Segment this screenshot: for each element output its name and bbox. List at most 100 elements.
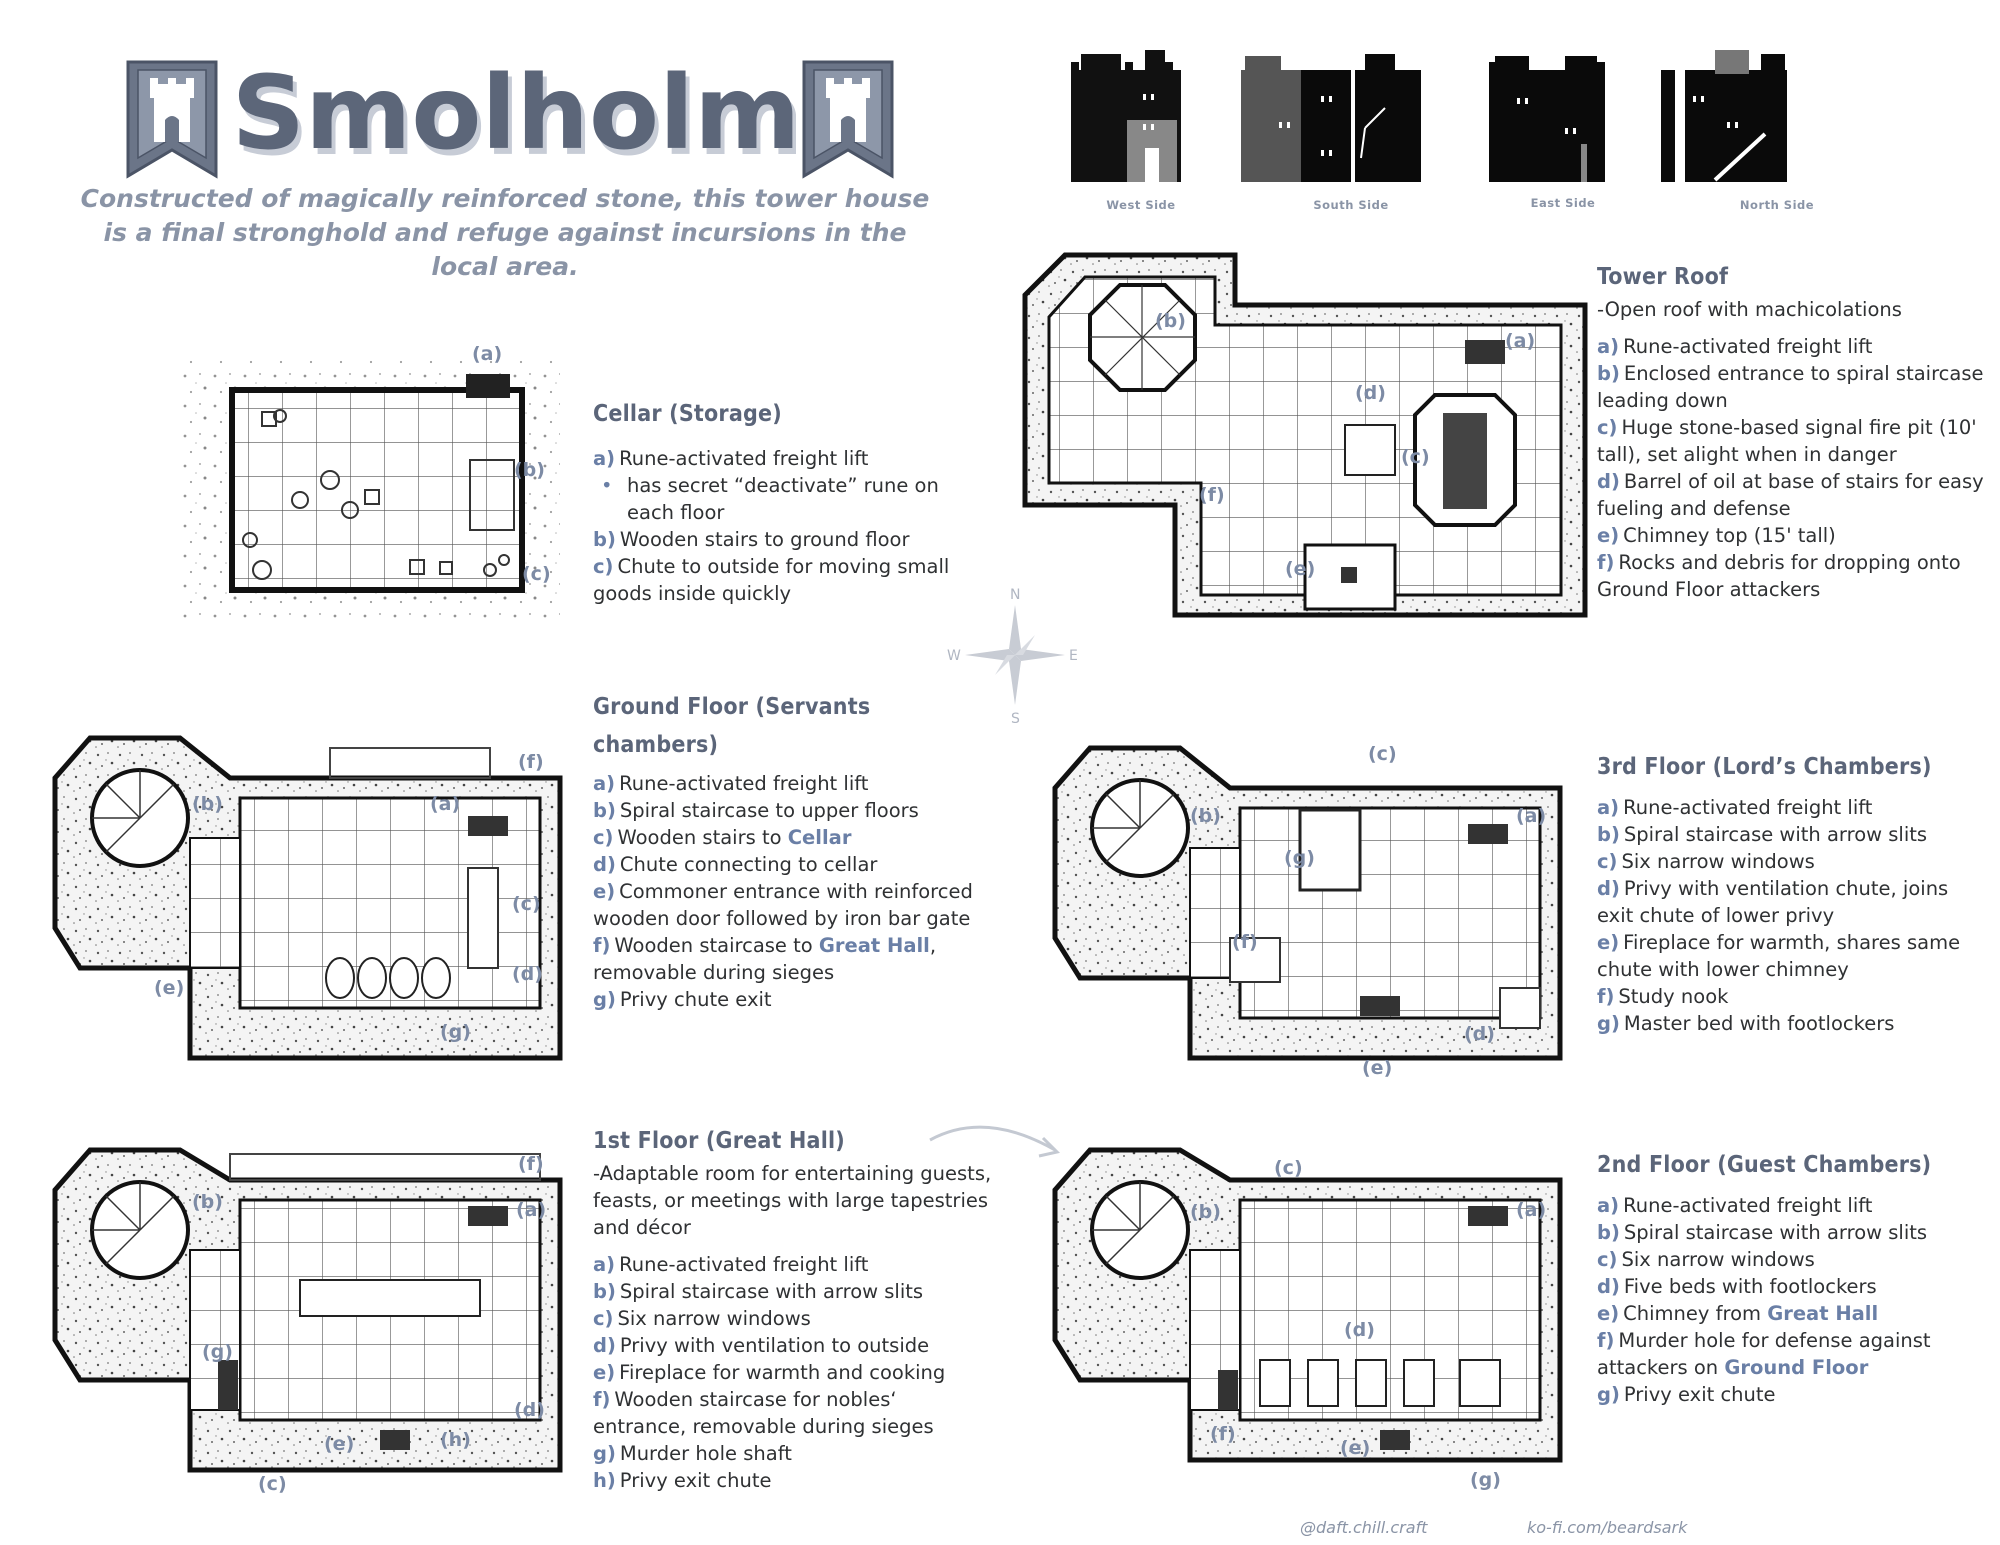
right-tower-banner-icon bbox=[800, 58, 896, 180]
elevation-silhouettes bbox=[1071, 50, 1787, 182]
third-item: e)Fireplace for warmth, shares same chut… bbox=[1597, 931, 1961, 981]
ground-label-g: (g) bbox=[440, 1021, 471, 1043]
elevation-label-east: East Side bbox=[1530, 196, 1596, 210]
flow-arrow-icon bbox=[929, 1125, 1060, 1158]
ground-item: g)Privy chute exit bbox=[593, 988, 772, 1011]
second-label-e: (e) bbox=[1340, 1437, 1370, 1459]
first-item: b)Spiral staircase with arrow slits bbox=[593, 1280, 924, 1303]
third-item: g)Master bed with footlockers bbox=[1597, 1012, 1895, 1035]
roof-label-b: (b) bbox=[1155, 310, 1186, 332]
elevation-label-north: North Side bbox=[1739, 198, 1815, 212]
roof-item: a)Rune-activated freight lift bbox=[1597, 335, 1873, 358]
first-label-h: (h) bbox=[440, 1429, 471, 1451]
second-label-g: (g) bbox=[1470, 1469, 1501, 1491]
cellar-map: (a) (b) (c) bbox=[180, 343, 560, 620]
third-item: a)Rune-activated freight lift bbox=[1597, 796, 1873, 819]
second-heading: 2nd Floor (Guest Chambers) bbox=[1597, 1152, 1932, 1178]
ground-item: a)Rune-activated freight lift bbox=[593, 772, 869, 795]
tower-roof-map: (b) (a) (d) (c) (f) (e) bbox=[1022, 252, 1588, 618]
first-section: 1st Floor (Great Hall) -Adaptable room f… bbox=[593, 1122, 993, 1494]
roof-label-d: (d) bbox=[1355, 382, 1386, 404]
second-list: a)Rune-activated freight lift b)Spiral s… bbox=[1597, 1192, 1987, 1408]
first-item: g)Murder hole shaft bbox=[593, 1442, 792, 1465]
third-heading: 3rd Floor (Lord’s Chambers) bbox=[1597, 754, 1932, 780]
compass-rose-icon: N S E W bbox=[947, 587, 1078, 725]
first-label-g: (g) bbox=[202, 1341, 233, 1363]
third-item: f)Study nook bbox=[1597, 985, 1729, 1008]
roof-item: c)Huge stone-based signal fire pit (10' … bbox=[1597, 416, 1977, 466]
ground-item: b)Spiral staircase to upper floors bbox=[593, 799, 919, 822]
third-label-g: (g) bbox=[1284, 847, 1315, 869]
cellar-list: a)Rune-activated freight lift has secret… bbox=[593, 445, 973, 607]
first-item: f)Wooden staircase for nobles‘ entrance,… bbox=[593, 1388, 934, 1438]
ground-label-d: (d) bbox=[512, 963, 543, 985]
first-label-d: (d) bbox=[514, 1399, 545, 1421]
ground-label-f: (f) bbox=[518, 751, 544, 773]
subtitle: Constructed of magically reinforced ston… bbox=[80, 184, 930, 281]
ground-list: a)Rune-activated freight lift b)Spiral s… bbox=[593, 770, 993, 1013]
third-label-e: (e) bbox=[1362, 1057, 1392, 1079]
third-label-b: (b) bbox=[1190, 805, 1221, 827]
third-label-c: (c) bbox=[1368, 743, 1397, 765]
cellar-label-b: (b) bbox=[514, 459, 545, 481]
third-list: a)Rune-activated freight lift b)Spiral s… bbox=[1597, 794, 1987, 1037]
roof-section: Tower Roof -Open roof with machicolation… bbox=[1597, 258, 1987, 603]
second-label-a: (a) bbox=[1516, 1199, 1546, 1221]
first-heading: 1st Floor (Great Hall) bbox=[593, 1128, 845, 1154]
first-item: d)Privy with ventilation to outside bbox=[593, 1334, 930, 1357]
roof-label-c: (c) bbox=[1401, 446, 1430, 468]
first-item: e)Fireplace for warmth and cooking bbox=[593, 1361, 946, 1384]
roof-heading: Tower Roof bbox=[1597, 264, 1729, 290]
elevation-views bbox=[1065, 48, 1965, 218]
roof-item: d)Barrel of oil at base of stairs for ea… bbox=[1597, 470, 1984, 520]
roof-item: f)Rocks and debris for dropping onto Gro… bbox=[1597, 551, 1961, 601]
first-label-e: (e) bbox=[324, 1433, 354, 1455]
first-label-a: (a) bbox=[516, 1199, 546, 1221]
cellar-label-c: (c) bbox=[522, 563, 551, 585]
first-list: a)Rune-activated freight lift b)Spiral s… bbox=[593, 1251, 993, 1494]
first-note: -Adaptable room for entertaining guests,… bbox=[593, 1162, 992, 1239]
compass-n: N bbox=[1010, 587, 1020, 603]
ground-label-e: (e) bbox=[154, 977, 184, 999]
ground-floor-map: (b) (a) (f) (c) (d) (e) (g) bbox=[52, 735, 563, 1061]
title-text: Smolholm bbox=[236, 54, 796, 173]
roof-list: a)Rune-activated freight lift b)Enclosed… bbox=[1597, 333, 1987, 603]
third-item: c)Six narrow windows bbox=[1597, 850, 1815, 873]
cellar-item: c)Chute to outside for moving small good… bbox=[593, 555, 950, 605]
first-label-c: (c) bbox=[258, 1473, 287, 1495]
second-label-b: (b) bbox=[1190, 1201, 1221, 1223]
elevation-label-west: West Side bbox=[1106, 198, 1176, 212]
second-label-c: (c) bbox=[1274, 1157, 1303, 1179]
instagram-credit: @daft.chill.craft bbox=[1300, 1518, 1428, 1537]
first-label-f: (f) bbox=[518, 1153, 544, 1175]
left-tower-banner-icon bbox=[124, 58, 220, 180]
elevation-label-south: South Side bbox=[1313, 198, 1389, 212]
first-item: c)Six narrow windows bbox=[593, 1307, 811, 1330]
cellar-item: b)Wooden stairs to ground floor bbox=[593, 528, 910, 551]
ground-label-c: (c) bbox=[512, 893, 541, 915]
ground-item: d)Chute connecting to cellar bbox=[593, 853, 878, 876]
roof-label-a: (a) bbox=[1505, 330, 1535, 352]
third-section: 3rd Floor (Lord’s Chambers) a)Rune-activ… bbox=[1597, 748, 1987, 1037]
roof-label-e: (e) bbox=[1285, 558, 1315, 580]
third-label-a: (a) bbox=[1516, 805, 1546, 827]
second-item: e)Chimney from Great Hall bbox=[1597, 1302, 1879, 1325]
title-shadow: Smolholm bbox=[236, 60, 796, 179]
page-title: Smolholm Smolholm bbox=[232, 36, 805, 186]
second-item: f)Murder hole for defense against attack… bbox=[1597, 1329, 1931, 1379]
third-floor-map: (b) (a) (c) (g) (f) (d) (e) bbox=[1052, 743, 1563, 1079]
cellar-heading: Cellar (Storage) bbox=[593, 401, 782, 427]
roof-item: e)Chimney top (15' tall) bbox=[1597, 524, 1836, 547]
ground-label-a: (a) bbox=[430, 793, 460, 815]
second-label-f: (f) bbox=[1210, 1423, 1236, 1445]
first-floor-map: (b) (a) (f) (g) (d) (e) (h) (c) bbox=[52, 1147, 563, 1495]
second-item: b)Spiral staircase with arrow slits bbox=[1597, 1221, 1928, 1244]
third-item: d)Privy with ventilation chute, joins ex… bbox=[1597, 877, 1949, 927]
roof-item: b)Enclosed entrance to spiral staircase … bbox=[1597, 362, 1984, 412]
ground-item: f)Wooden staircase to Great Hall, remova… bbox=[593, 934, 937, 984]
cellar-label-a: (a) bbox=[472, 343, 502, 365]
first-label-b: (b) bbox=[192, 1191, 223, 1213]
second-label-d: (d) bbox=[1344, 1319, 1375, 1341]
ground-label-b: (b) bbox=[192, 793, 223, 815]
second-floor-map: (b) (a) (c) (d) (f) (e) (g) bbox=[1052, 1147, 1563, 1491]
